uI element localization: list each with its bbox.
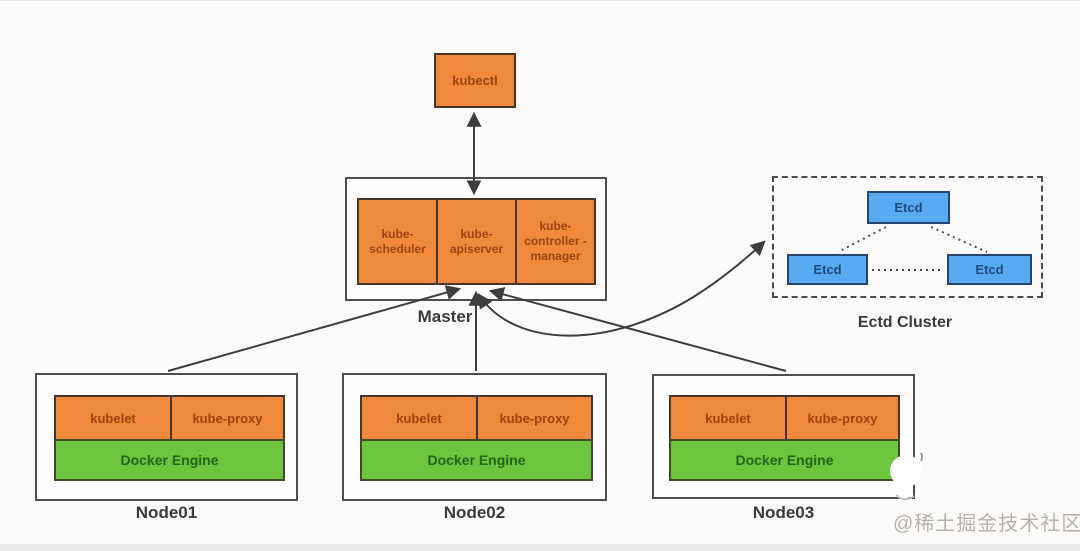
kube-scheduler-label: kube-scheduler	[369, 226, 426, 256]
node02-box: kubelet kube-proxy Docker Engine	[342, 373, 607, 501]
etcd-cluster-label: Ectd Cluster	[857, 314, 953, 331]
node02-label: Node02	[443, 503, 506, 522]
master-box: kube-scheduler kube-apiserver kube-contr…	[345, 177, 607, 301]
docker-engine-label: Docker Engine	[120, 452, 219, 468]
docker-engine-label: Docker Engine	[427, 452, 526, 468]
node03-kubelet-box: kubelet	[669, 395, 787, 441]
docker-engine-label: Docker Engine	[735, 452, 834, 468]
kubelet-label: kubelet	[90, 410, 136, 426]
bottom-strip	[0, 544, 1080, 551]
kube-proxy-label: kube-proxy	[807, 410, 878, 426]
node01-kubelet-box: kubelet	[54, 395, 172, 441]
kubectl-label: kubectl	[452, 73, 498, 88]
node03-box: kubelet kube-proxy Docker Engine	[652, 374, 915, 499]
master-label: Master	[417, 307, 473, 326]
kubectl-box: kubectl	[434, 53, 516, 108]
etcd-box-right: Etcd	[947, 254, 1032, 285]
node01-label: Node01	[135, 503, 198, 522]
arrow-node03-apiserver	[488, 287, 787, 372]
node03-docker-engine-box: Docker Engine	[669, 439, 900, 481]
kube-proxy-label: kube-proxy	[499, 410, 570, 426]
node01-box: kubelet kube-proxy Docker Engine	[35, 373, 298, 501]
node02-kube-proxy-box: kube-proxy	[476, 395, 593, 441]
master-components: kube-scheduler kube-apiserver kube-contr…	[357, 198, 596, 285]
kube-apiserver-label: kube-apiserver	[449, 226, 504, 256]
kubelet-label: kubelet	[705, 410, 751, 426]
etcd-box-left: Etcd	[787, 254, 868, 285]
node03-label: Node03	[752, 503, 815, 522]
etcd-label: Etcd	[975, 262, 1004, 277]
kube-apiserver-box: kube-apiserver	[436, 198, 517, 285]
node02-docker-engine-box: Docker Engine	[360, 439, 593, 481]
kube-scheduler-box: kube-scheduler	[357, 198, 438, 285]
kube-controller-manager-label: kube-controller -manager	[524, 219, 587, 263]
node01-kube-proxy-box: kube-proxy	[170, 395, 285, 441]
node01-docker-engine-box: Docker Engine	[54, 439, 285, 481]
node02-kubelet-box: kubelet	[360, 395, 478, 441]
kubelet-label: kubelet	[396, 410, 442, 426]
etcd-cluster-box: Etcd Etcd Etcd	[772, 176, 1043, 298]
etcd-label: Etcd	[894, 200, 923, 215]
node03-kube-proxy-box: kube-proxy	[785, 395, 900, 441]
kube-controller-manager-box: kube-controller -manager	[515, 198, 596, 285]
etcd-label: Etcd	[813, 262, 842, 277]
kube-proxy-label: kube-proxy	[192, 410, 263, 426]
etcd-box-top: Etcd	[867, 191, 950, 224]
community-watermark: @稀土掘金技术社区	[893, 513, 1080, 535]
arrow-node01-apiserver	[167, 285, 462, 372]
